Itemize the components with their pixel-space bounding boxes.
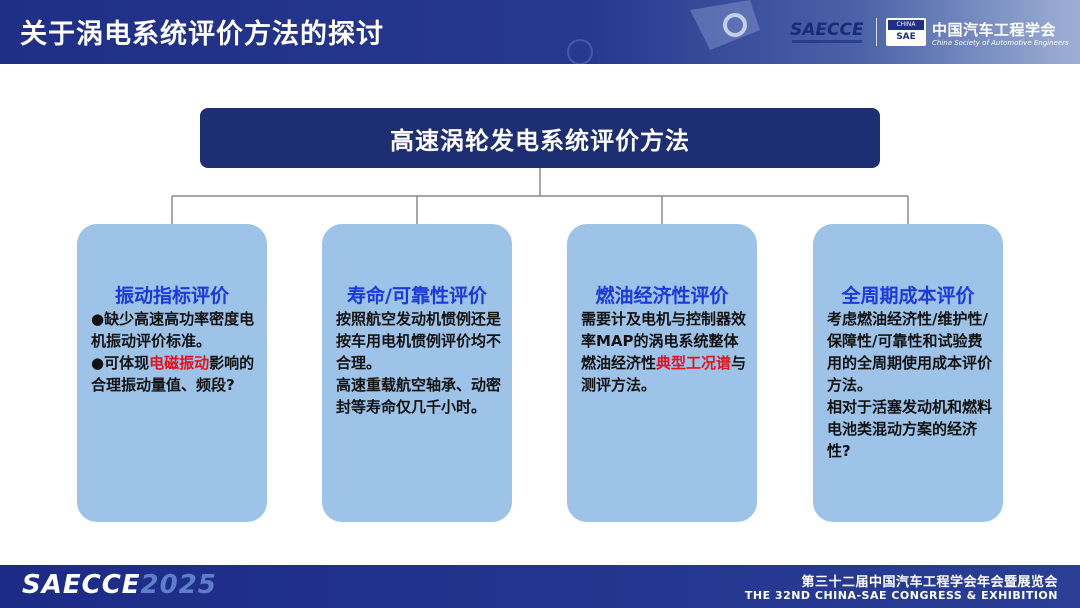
saecce-logo-underline xyxy=(792,40,862,43)
card-body: 考虑燃油经济性/维护性/保障性/可靠性和试验费用的全周期使用成本评价方法。 相对… xyxy=(827,308,993,462)
card-body: 需要计及电机与控制器效率MAP的涡电系统整体燃油经济性典型工况谱与测评方法。 xyxy=(581,308,747,396)
china-sae-logo: CHINA SAE xyxy=(886,18,926,46)
card-title: 振动指标评价 xyxy=(114,285,229,307)
card-line: 相对于活塞发动机和燃料电池类混动方案的经济性? xyxy=(827,398,993,460)
card-title: 全周期成本评价 xyxy=(841,285,975,307)
page-title: 关于涡电系统评价方法的探讨 xyxy=(20,19,384,50)
card-body: ●缺少高速高功率密度电机振动评价标准。 ●可体现电磁振动影响的合理振动量值、频段… xyxy=(91,308,257,396)
highlight-text: 典型工况谱 xyxy=(656,354,732,372)
header-bar: 关于涡电系统评价方法的探讨 SAECCE CHINA SAE 中国汽车工程学会 … xyxy=(0,0,1080,64)
main-title: 高速涡轮发电系统评价方法 xyxy=(390,126,690,155)
card-body: 按照航空发动机惯例还是按车用电机惯例评价均不合理。 高速重载航空轴承、动密封等寿… xyxy=(336,308,502,418)
saecce-logo: SAECCE xyxy=(790,20,864,40)
card-line: 高速重载航空轴承、动密封等寿命仅几千小时。 xyxy=(336,376,502,416)
card-line: 需要计及电机与控制器效率MAP的涡电系统整体燃油经济性典型工况谱与测评方法。 xyxy=(581,310,747,394)
highlight-text: 电磁振动 xyxy=(149,354,210,372)
org-name-cn: 中国汽车工程学会 xyxy=(932,21,1057,39)
logo-box-bottom-text: SAE xyxy=(896,32,916,42)
footer-logo: SAECCE2025 xyxy=(22,570,217,600)
footer-congress-cn: 第三十二届中国汽车工程学会年会暨展览会 xyxy=(801,575,1058,590)
footer-congress-en: THE 32ND CHINA-SAE CONGRESS & EXHIBITION xyxy=(744,589,1058,602)
card-line: ●可体现电磁振动影响的合理振动量值、频段? xyxy=(91,354,255,394)
card-fuel-economy: 燃油经济性评价 需要计及电机与控制器效率MAP的涡电系统整体燃油经济性典型工况谱… xyxy=(567,224,757,522)
main-title-box: 高速涡轮发电系统评价方法 xyxy=(200,108,880,168)
org-name-en: China Society of Automotive Engineers xyxy=(932,39,1069,47)
card-line: 考虑燃油经济性/维护性/保障性/可靠性和试验费用的全周期使用成本评价方法。 xyxy=(827,310,993,394)
card-lifetime-reliability: 寿命/可靠性评价 按照航空发动机惯例还是按车用电机惯例评价均不合理。 高速重载航… xyxy=(322,224,512,522)
card-line: 按照航空发动机惯例还是按车用电机惯例评价均不合理。 xyxy=(336,310,502,372)
card-title: 寿命/可靠性评价 xyxy=(347,285,487,307)
footer-bar: SAECCE2025 第三十二届中国汽车工程学会年会暨展览会 THE 32ND … xyxy=(0,565,1080,608)
decorative-graphic-icon xyxy=(567,0,760,64)
card-vibration: 振动指标评价 ●缺少高速高功率密度电机振动评价标准。 ●可体现电磁振动影响的合理… xyxy=(77,224,267,522)
header-divider xyxy=(876,18,877,46)
logo-box-top-text: CHINA xyxy=(888,20,924,30)
card-line: ●缺少高速高功率密度电机振动评价标准。 xyxy=(91,310,255,350)
card-lifecycle-cost: 全周期成本评价 考虑燃油经济性/维护性/保障性/可靠性和试验费用的全周期使用成本… xyxy=(813,224,1003,522)
card-title: 燃油经济性评价 xyxy=(595,285,729,307)
